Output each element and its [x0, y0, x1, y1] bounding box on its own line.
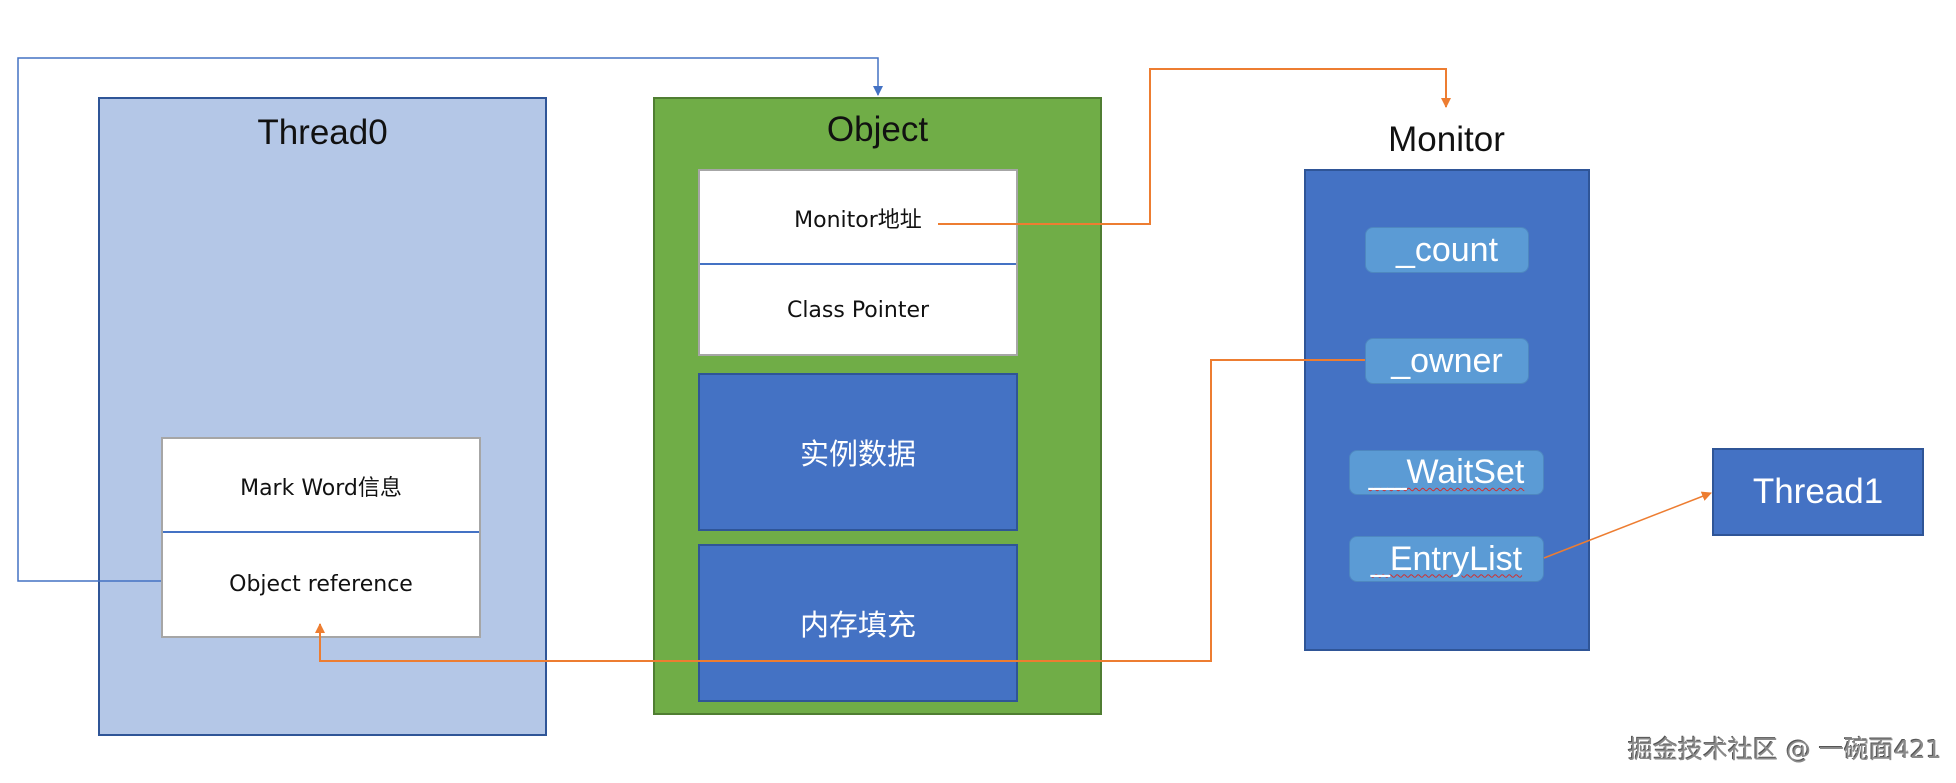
- lock-record-divider: [163, 531, 479, 533]
- class-pointer-row: Class Pointer: [786, 297, 930, 323]
- monitor-field-count: _count: [1365, 227, 1529, 273]
- field-label: _owner: [1391, 341, 1503, 380]
- object-header: [698, 169, 1018, 356]
- object-title: Object: [826, 110, 929, 149]
- watermark: 掘金技术社区 @ 一碗面421: [1628, 735, 1942, 764]
- monitor-title: Monitor: [1388, 120, 1505, 159]
- monitor-field-owner: _owner: [1365, 338, 1529, 384]
- monitor-field-waitset: __WaitSet: [1349, 450, 1544, 495]
- connector-entrylist-to-thread1: [1543, 491, 1712, 559]
- object-header-divider: [700, 263, 1016, 265]
- connector-owner-to-thread0: [315, 359, 1365, 662]
- thread1-box: Thread1: [1712, 448, 1924, 536]
- connector-objref-to-object: [17, 57, 883, 582]
- mark-word-row: Mark Word信息: [240, 475, 402, 501]
- field-label: __WaitSet: [1368, 453, 1525, 491]
- connector-monitor-address-to-monitor: [938, 68, 1451, 225]
- monitor-field-entrylist: _EntryList: [1349, 536, 1544, 582]
- field-label: _EntryList: [1370, 539, 1523, 578]
- monitor-address-row: Monitor地址: [794, 207, 922, 233]
- instance-data-block: 实例数据: [698, 373, 1018, 531]
- thread0-title: Thread0: [257, 113, 388, 152]
- object-reference-row: Object reference: [229, 571, 413, 597]
- padding-block: 内存填充: [698, 544, 1018, 702]
- field-label: _count: [1395, 230, 1499, 269]
